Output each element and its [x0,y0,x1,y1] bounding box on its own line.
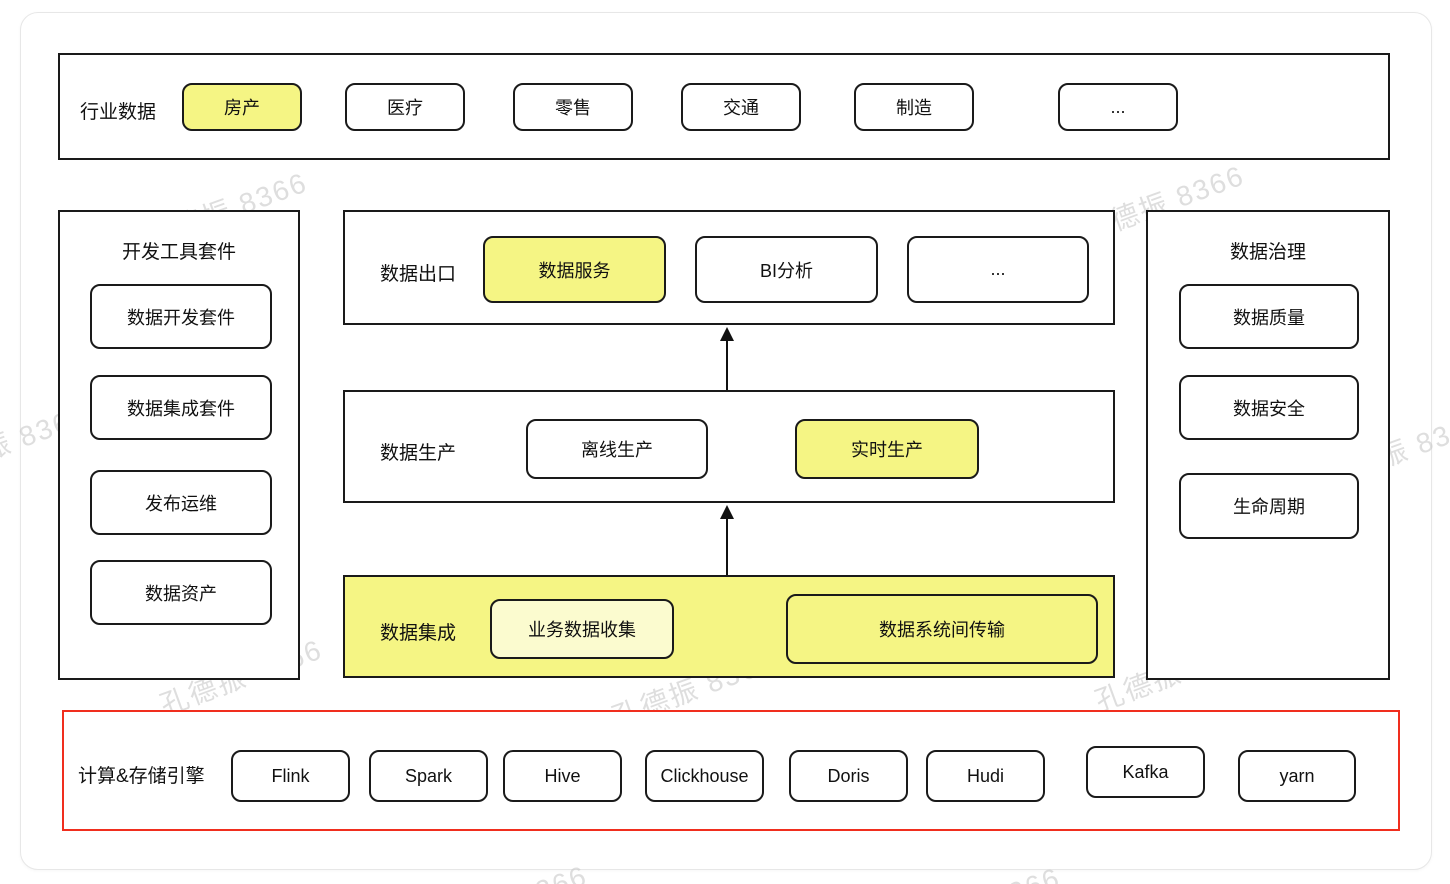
data-export-label: 数据出口 [380,264,457,285]
engine-item-clickhouse: Clickhouse [645,750,764,802]
industry-item-retail: 零售 [513,83,633,131]
dev-tools-item-data-dev: 数据开发套件 [90,284,272,349]
arrow-shaft [726,513,728,575]
industry-item-manufacturing: 制造 [854,83,974,131]
dev-tools-panel: 开发工具套件 数据开发套件 数据集成套件 发布运维 数据资产 [58,210,300,680]
watermark: 孔德振 8366 [419,854,593,884]
engines-panel: 计算&存储引擎 Flink Spark Hive Clickhouse Dori… [62,710,1400,831]
data-production-item-offline: 离线生产 [526,419,708,479]
engine-item-flink: Flink [231,750,350,802]
data-integration-item-system-transfer: 数据系统间传输 [786,594,1098,664]
engine-item-yarn: yarn [1238,750,1356,802]
industry-data-label: 行业数据 [80,102,157,123]
governance-item-data-quality: 数据质量 [1179,284,1359,349]
engines-label: 计算&存储引擎 [78,766,205,787]
dev-tools-item-data-integration: 数据集成套件 [90,375,272,440]
data-governance-panel: 数据治理 数据质量 数据安全 生命周期 [1146,210,1390,680]
industry-item-traffic: 交通 [681,83,801,131]
engine-item-kafka: Kafka [1086,746,1205,798]
arrow-head-icon [720,327,734,341]
data-export-item-data-service: 数据服务 [483,236,666,303]
data-export-item-bi-analysis: BI分析 [695,236,878,303]
governance-item-data-security: 数据安全 [1179,375,1359,440]
arrow-shaft [726,335,728,390]
data-export-item-more: ... [907,236,1089,303]
industry-data-panel: 行业数据 房产 医疗 零售 交通 制造 ... [58,53,1390,160]
data-integration-item-business-collect: 业务数据收集 [490,599,674,659]
industry-item-medical: 医疗 [345,83,465,131]
arrow-head-icon [720,505,734,519]
data-integration-panel: 数据集成 业务数据收集 数据系统间传输 [343,575,1115,678]
arrow-integration-to-production [719,505,735,575]
data-production-label: 数据生产 [380,443,457,464]
industry-item-realestate: 房产 [182,83,302,131]
engine-item-spark: Spark [369,750,488,802]
arrow-production-to-export [719,327,735,390]
watermark: 孔德振 8366 [892,856,1066,884]
engine-item-hive: Hive [503,750,622,802]
dev-tools-item-data-assets: 数据资产 [90,560,272,625]
engine-item-doris: Doris [789,750,908,802]
governance-item-lifecycle: 生命周期 [1179,473,1359,539]
engine-item-hudi: Hudi [926,750,1045,802]
industry-item-more: ... [1058,83,1178,131]
data-production-item-realtime: 实时生产 [795,419,979,479]
data-production-panel: 数据生产 离线生产 实时生产 [343,390,1115,503]
dev-tools-item-release-ops: 发布运维 [90,470,272,535]
dev-tools-title: 开发工具套件 [121,242,236,263]
data-governance-title: 数据治理 [1229,242,1306,263]
data-export-panel: 数据出口 数据服务 BI分析 ... [343,210,1115,325]
data-integration-label: 数据集成 [380,623,457,644]
